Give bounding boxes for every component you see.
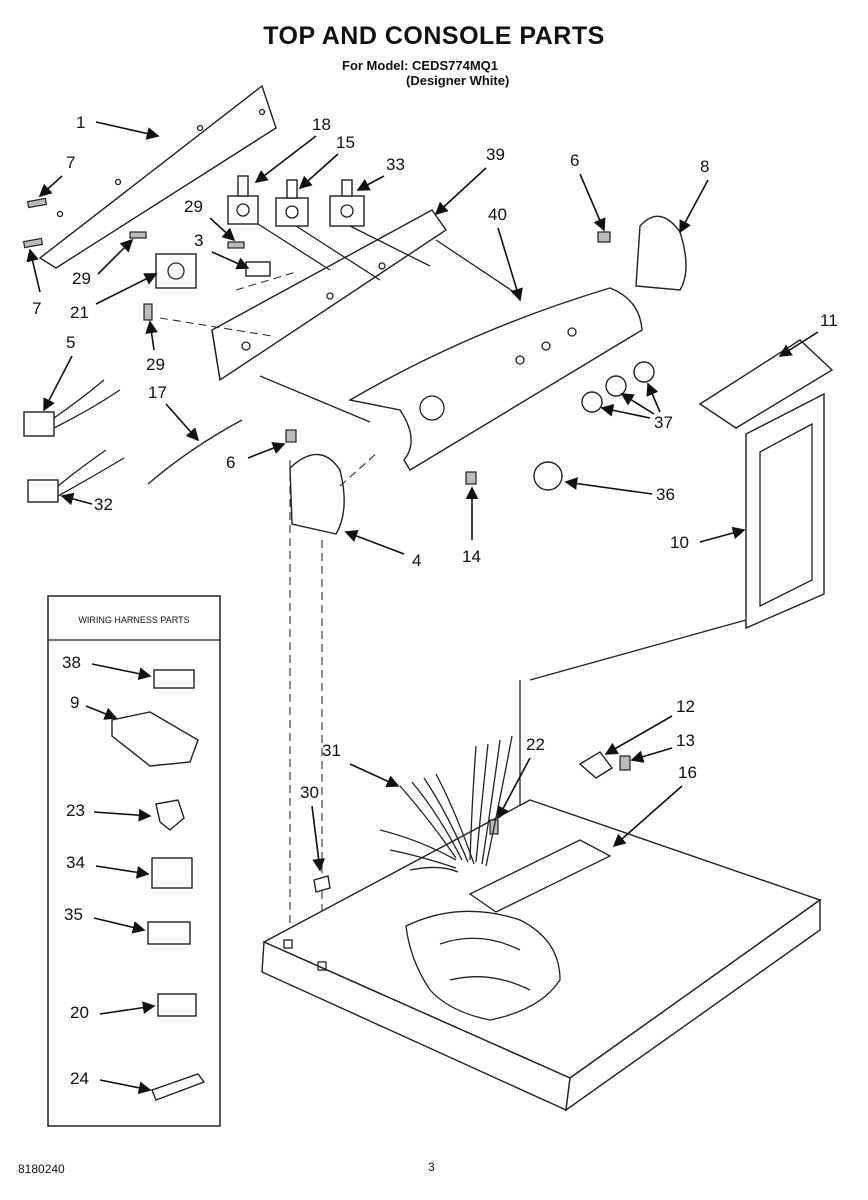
callout-14: 14 xyxy=(462,547,481,566)
callout-29-a: 29 xyxy=(184,197,203,216)
callout-10: 10 xyxy=(670,533,689,552)
wiring-box-title: WIRING HARNESS PARTS xyxy=(78,615,189,625)
callout-33: 33 xyxy=(386,155,405,174)
callout-15: 15 xyxy=(336,133,355,152)
callout-32: 32 xyxy=(94,495,113,514)
callout-30: 30 xyxy=(300,783,319,802)
callout-38: 38 xyxy=(62,653,81,672)
part-harness-5 xyxy=(23,379,121,437)
callout-31: 31 xyxy=(322,741,341,760)
callout-6-upper: 6 xyxy=(570,151,579,170)
part-wire-harness-31 xyxy=(379,735,561,1021)
knob-37-b xyxy=(605,375,627,397)
callout-17: 17 xyxy=(148,383,167,402)
callout-7-upper: 7 xyxy=(66,153,75,172)
harness-part-20 xyxy=(157,993,197,1017)
part-lint-cover-11 xyxy=(698,339,834,429)
callout-29-b: 29 xyxy=(72,269,91,288)
callout-1: 1 xyxy=(76,113,85,132)
callout-34: 34 xyxy=(66,853,85,872)
harness-part-38 xyxy=(153,669,195,689)
callout-3: 3 xyxy=(194,231,203,250)
screw-29-c xyxy=(143,303,153,321)
model-line: For Model: CEDS774MQ1 xyxy=(342,58,499,73)
part-harness-32 xyxy=(27,449,125,503)
part-top-panel-16 xyxy=(261,799,822,1112)
screw-29-a xyxy=(129,231,147,239)
callout-8: 8 xyxy=(700,157,709,176)
model-info: For Model: CEDS774MQ1 (Designer White) xyxy=(342,58,509,88)
callout-7-lower: 7 xyxy=(32,299,41,318)
part-lint-filter-10 xyxy=(745,392,825,630)
callout-24: 24 xyxy=(70,1069,89,1088)
screw-14 xyxy=(465,471,477,485)
callout-11: 11 xyxy=(820,311,838,330)
screw-6-upper xyxy=(597,231,611,243)
callout-9: 9 xyxy=(70,693,79,712)
callout-18: 18 xyxy=(312,115,331,134)
page-title: TOP AND CONSOLE PARTS xyxy=(263,22,605,50)
part-bracket-12 xyxy=(578,751,614,779)
callout-29-c: 29 xyxy=(146,355,165,374)
screw-13 xyxy=(619,755,631,771)
part-console-40 xyxy=(348,287,643,471)
part-switch-33 xyxy=(329,179,365,227)
callout-13: 13 xyxy=(676,731,695,750)
harness-part-9 xyxy=(111,711,199,767)
page-number: 3 xyxy=(428,1160,435,1174)
callout-37: 37 xyxy=(654,413,673,432)
part-connector-3 xyxy=(245,261,271,277)
harness-part-23 xyxy=(155,799,185,831)
document-number: 8180240 xyxy=(18,1162,65,1176)
callout-36: 36 xyxy=(656,485,675,504)
part-switch-18 xyxy=(227,175,259,225)
part-clip-30 xyxy=(313,875,331,893)
knob-36 xyxy=(533,461,563,491)
part-back-panel xyxy=(38,84,277,269)
screw-7-lower xyxy=(22,237,44,249)
part-harness-17 xyxy=(147,419,243,485)
callout-39: 39 xyxy=(486,145,505,164)
screw-29-b xyxy=(227,241,245,249)
screw-7-upper xyxy=(26,197,48,209)
knob-37-c xyxy=(581,391,603,413)
callout-4: 4 xyxy=(412,551,421,570)
harness-part-34 xyxy=(151,857,193,889)
callout-35: 35 xyxy=(64,905,83,924)
callout-16: 16 xyxy=(678,763,697,782)
callouts: 1 7 18 15 33 39 6 8 29 3 40 29 21 7 11 2… xyxy=(26,113,838,1095)
harness-part-24 xyxy=(151,1073,206,1101)
part-endcap-8 xyxy=(635,215,687,291)
callout-6-lower: 6 xyxy=(226,453,235,472)
part-endcap-4 xyxy=(289,453,345,535)
part-switch-15 xyxy=(275,179,309,227)
callout-22: 22 xyxy=(526,735,545,754)
callout-12: 12 xyxy=(676,697,695,716)
callout-21: 21 xyxy=(70,303,89,322)
part-timer-21 xyxy=(155,253,197,289)
model-color: (Designer White) xyxy=(406,73,510,88)
screw-6-lower xyxy=(285,429,297,443)
callout-40: 40 xyxy=(488,205,507,224)
part-bracket-39 xyxy=(211,209,447,382)
harness-part-35 xyxy=(147,921,191,945)
wiring-harness-box: WIRING HARNESS PARTS xyxy=(47,595,221,1127)
callout-5: 5 xyxy=(66,333,75,352)
callout-20: 20 xyxy=(70,1003,89,1022)
callout-23: 23 xyxy=(66,801,85,820)
knob-37-a xyxy=(633,361,655,383)
